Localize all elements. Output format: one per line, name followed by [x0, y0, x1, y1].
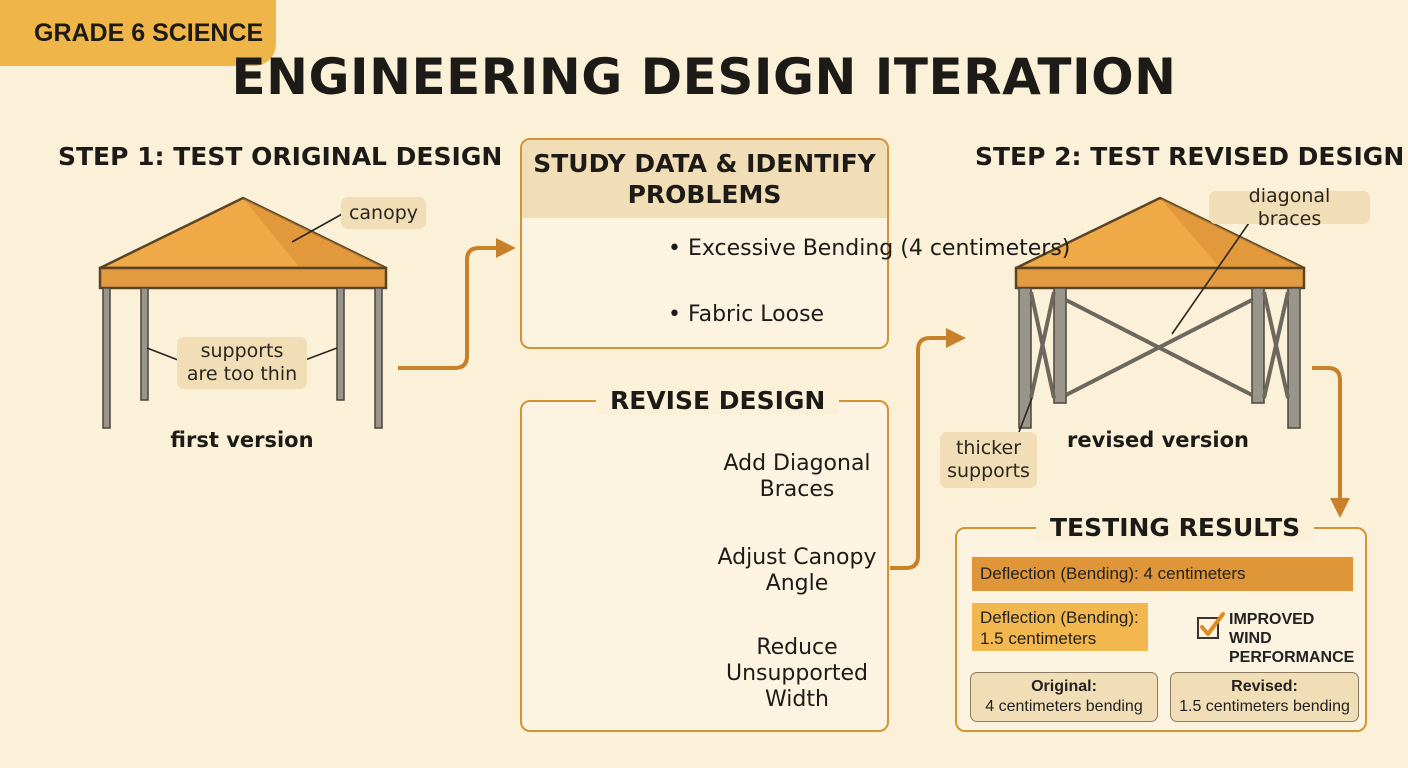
flow-arrow-to-study [398, 238, 516, 370]
revise-item-diagonal-braces: Add Diagonal Braces [723, 451, 871, 502]
grade-badge: GRADE 6 SCIENCE [0, 0, 276, 66]
problem-fabric-loose: • Fabric Loose [668, 302, 825, 327]
original-canopy-illustration [98, 196, 388, 429]
step2-heading: STEP 2: TEST REVISED DESIGN [975, 142, 1405, 171]
study-heading: STUDY DATA & IDENTIFY PROBLEMS [522, 140, 887, 218]
flow-arrow-to-results [1312, 366, 1350, 518]
results-heading: TESTING RESULTS [1036, 513, 1315, 542]
first-version-caption: first version [170, 428, 314, 452]
revised-comparison-card: Revised: 1.5 centimeters bending [1170, 672, 1359, 722]
original-card-value: 4 centimeters bending [985, 698, 1143, 715]
flow-arrow-to-step2 [890, 328, 966, 570]
revise-heading: REVISE DESIGN [596, 386, 840, 415]
revised-card-value: 1.5 centimeters bending [1179, 698, 1350, 715]
page-title: ENGINEERING DESIGN ITERATION [231, 48, 1177, 106]
study-data-box: STUDY DATA & IDENTIFY PROBLEMS • Excessi… [520, 138, 1070, 349]
checkbox-check-icon [1196, 612, 1225, 640]
revise-item-reduce-width: Reduce Unsupported Width [725, 635, 868, 712]
original-card-title: Original: [1031, 678, 1097, 695]
diagonal-braces-label: diagonal braces [1209, 185, 1370, 230]
problem-bending: • Excessive Bending (4 centimeters) [668, 236, 1071, 261]
supports-thin-label: supports are too thin [177, 337, 307, 389]
revise-item-canopy-angle: Adjust Canopy Angle [717, 545, 877, 596]
revised-version-caption: revised version [1067, 428, 1249, 452]
revised-card-title: Revised: [1231, 678, 1298, 695]
thicker-supports-label: thicker supports [940, 432, 1037, 488]
revised-canopy-illustration [1014, 196, 1306, 433]
original-comparison-card: Original: 4 centimeters bending [970, 672, 1158, 722]
improved-wind-label: IMPROVED WIND PERFORMANCE [1229, 611, 1355, 666]
revise-design-box [520, 400, 889, 732]
revised-deflection-bar: Deflection (Bending): 1.5 centimeters [972, 603, 1148, 651]
canopy-label: canopy [341, 197, 426, 229]
original-deflection-bar: Deflection (Bending): 4 centimeters [972, 557, 1353, 591]
step1-heading: STEP 1: TEST ORIGINAL DESIGN [58, 142, 503, 171]
